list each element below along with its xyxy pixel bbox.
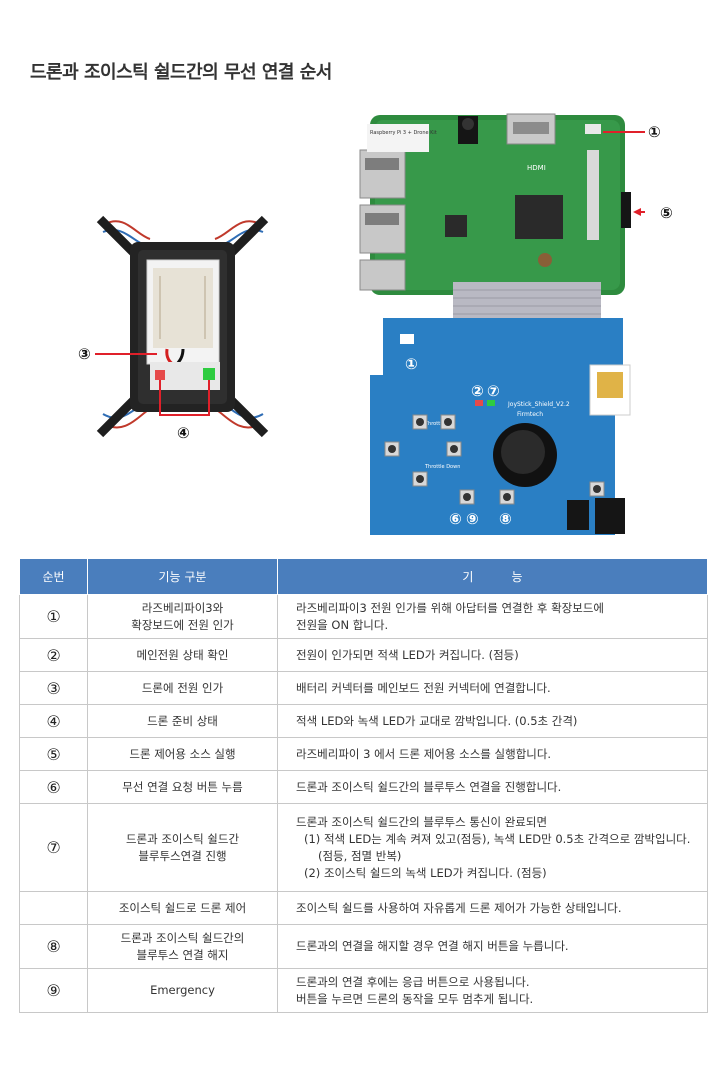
row-category: 드론 제어용 소스 실행 bbox=[87, 737, 278, 771]
throttle-down-label: Throttle Down bbox=[424, 464, 460, 470]
category-line: 드론과 조이스틱 쉴드간의 bbox=[120, 930, 245, 945]
row-order: ⑨ bbox=[19, 968, 88, 1013]
description-line: 드론과의 연결 후에는 응급 버튼으로 사용됩니다. bbox=[296, 974, 530, 989]
category-line: 조이스틱 쉴드로 드론 제어 bbox=[118, 900, 247, 915]
hdmi-label: HDMI bbox=[527, 164, 546, 172]
row-description: 드론과의 연결을 해지할 경우 연결 해지 버튼을 누릅니다. bbox=[277, 924, 708, 969]
row-order: ⑤ bbox=[19, 737, 88, 771]
row-order: ⑧ bbox=[19, 924, 88, 969]
description-line: 라즈베리파이3 전원 인가를 위해 아답터를 연결한 후 확장보드에 bbox=[296, 600, 604, 615]
drone-callout-3: ③ bbox=[78, 345, 91, 363]
table-row: ② 메인전원 상태 확인 전원이 인가되면 적색 LED가 켜집니다. (점등) bbox=[19, 638, 708, 672]
row-order: ⑦ bbox=[19, 803, 88, 892]
category-line: 드론 준비 상태 bbox=[147, 713, 218, 728]
table-row: ③ 드론에 전원 인가 배터리 커넥터를 메인보드 전원 커넥터에 연결합니다. bbox=[19, 671, 708, 705]
description-line: (점등, 점멸 반복) bbox=[318, 848, 402, 863]
table-row: ⑥ 무선 연결 요청 버튼 누름 드론과 조이스틱 쉴드간의 블루투스 연결을 진행… bbox=[19, 770, 708, 804]
row-order: ① bbox=[19, 594, 88, 639]
row-description: 드론과 조이스틱 쉴드간의 블루투스 통신이 완료되면 (1) 적색 LED는 계… bbox=[277, 803, 708, 892]
board-callout-5-source: ⑤ bbox=[660, 204, 673, 222]
row-description: 드론과의 연결 후에는 응급 버튼으로 사용됩니다. 버튼을 누르면 드론의 동작… bbox=[277, 968, 708, 1013]
drone-callout-4: ④ bbox=[177, 424, 190, 442]
row-description: 배터리 커넥터를 메인보드 전원 커넥터에 연결합니다. bbox=[277, 671, 708, 705]
category-line: 라즈베리파이3와 bbox=[141, 600, 224, 615]
row-category: 조이스틱 쉴드로 드론 제어 bbox=[87, 891, 278, 925]
category-line: 무선 연결 요청 버튼 누름 bbox=[122, 779, 243, 794]
row-category: 메인전원 상태 확인 bbox=[87, 638, 278, 672]
board-callout-9-button: ⑨ bbox=[466, 510, 479, 528]
brand-label: Firmtech bbox=[517, 411, 543, 418]
description-line: 라즈베리파이 3 에서 드론 제어용 소스를 실행합니다. bbox=[296, 746, 552, 761]
header-order: 순번 bbox=[19, 558, 88, 595]
category-line: 드론 제어용 소스 실행 bbox=[129, 746, 236, 761]
description-line: (2) 조이스틱 쉴드의 녹색 LED가 켜집니다. (점등) bbox=[304, 865, 547, 880]
page-title: 드론과 조이스틱 쉴드간의 무선 연결 순서 bbox=[30, 62, 332, 83]
table-header-row: 순번 기능 구분 기 능 bbox=[19, 558, 708, 595]
description-line: 버튼을 누르면 드론의 동작을 모두 멈추게 됩니다. bbox=[296, 991, 534, 1006]
table-row: 조이스틱 쉴드로 드론 제어 조이스틱 쉴드를 사용하여 자유롭게 드론 제어가 … bbox=[19, 891, 708, 925]
row-description: 조이스틱 쉴드를 사용하여 자유롭게 드론 제어가 가능한 상태입니다. bbox=[277, 891, 708, 925]
category-line: 블루투스 연결 해지 bbox=[136, 947, 229, 962]
category-line: 드론에 전원 인가 bbox=[141, 680, 224, 695]
table-row: ⑤ 드론 제어용 소스 실행 라즈베리파이 3 에서 드론 제어용 소스를 실행합니… bbox=[19, 737, 708, 771]
category-line: 블루투스연결 진행 bbox=[138, 848, 227, 863]
description-line: 드론과의 연결을 해지할 경우 연결 해지 버튼을 누릅니다. bbox=[296, 939, 569, 953]
description-line: 배터리 커넥터를 메인보드 전원 커넥터에 연결합니다. bbox=[296, 680, 551, 695]
row-category: Emergency bbox=[87, 968, 278, 1013]
board-callout-2-led: ② bbox=[471, 382, 484, 400]
category-line: 메인전원 상태 확인 bbox=[136, 647, 229, 662]
category-line: Emergency bbox=[150, 983, 215, 997]
board-callout-1-switch: ① bbox=[405, 355, 418, 373]
description-line: 조이스틱 쉴드를 사용하여 자유롭게 드론 제어가 가능한 상태입니다. bbox=[296, 900, 622, 915]
header-function: 기 능 bbox=[277, 558, 708, 595]
board-callout-6-button: ⑥ bbox=[449, 510, 462, 528]
description-line: 전원이 인가되면 적색 LED가 켜집니다. (점등) bbox=[296, 647, 519, 662]
row-category: 드론 준비 상태 bbox=[87, 704, 278, 738]
description-line: 전원을 ON 합니다. bbox=[296, 617, 389, 632]
table-row: ⑨ Emergency 드론과의 연결 후에는 응급 버튼으로 사용됩니다. 버튼을 … bbox=[19, 968, 708, 1013]
description-line: 드론과 조이스틱 쉴드간의 블루투스 연결을 진행합니다. bbox=[296, 779, 562, 794]
row-description: 적색 LED와 녹색 LED가 교대로 깜박입니다. (0.5초 간격) bbox=[277, 704, 708, 738]
rpi-label: Raspberry Pi 3 + Drone Kit bbox=[370, 130, 437, 136]
row-order: ⑥ bbox=[19, 770, 88, 804]
board-callout-7-led: ⑦ bbox=[487, 382, 500, 400]
row-category: 드론에 전원 인가 bbox=[87, 671, 278, 705]
throttle-up-label: Throttle Up bbox=[424, 421, 453, 427]
row-order: ② bbox=[19, 638, 88, 672]
board-photo: Raspberry Pi 3 + Drone Kit HDMI JoyStick… bbox=[359, 113, 645, 535]
row-description: 전원이 인가되면 적색 LED가 켜집니다. (점등) bbox=[277, 638, 708, 672]
board-callout-8-button: ⑧ bbox=[499, 510, 512, 528]
table-row: ④ 드론 준비 상태 적색 LED와 녹색 LED가 교대로 깜박입니다. (0.5… bbox=[19, 704, 708, 738]
category-line: 드론과 조이스틱 쉴드간 bbox=[125, 831, 240, 846]
row-order: ④ bbox=[19, 704, 88, 738]
row-description: 라즈베리파이 3 에서 드론 제어용 소스를 실행합니다. bbox=[277, 737, 708, 771]
description-line: 적색 LED와 녹색 LED가 교대로 깜박입니다. (0.5초 간격) bbox=[296, 713, 578, 728]
shield-name: JoyStick_Shield_V2.2 bbox=[507, 401, 570, 408]
row-order bbox=[19, 891, 88, 925]
description-line: (1) 적색 LED는 계속 켜져 있고(점등), 녹색 LED만 0.5초 간… bbox=[304, 831, 691, 846]
category-line: 확장보드에 전원 인가 bbox=[131, 617, 234, 632]
board-callout-1-power: ① bbox=[648, 123, 661, 141]
row-description: 드론과 조이스틱 쉴드간의 블루투스 연결을 진행합니다. bbox=[277, 770, 708, 804]
row-category: 무선 연결 요청 버튼 누름 bbox=[87, 770, 278, 804]
description-line: 드론과 조이스틱 쉴드간의 블루투스 통신이 완료되면 bbox=[296, 814, 548, 829]
drone-photo bbox=[95, 215, 269, 438]
row-order: ③ bbox=[19, 671, 88, 705]
header-category: 기능 구분 bbox=[87, 558, 278, 595]
